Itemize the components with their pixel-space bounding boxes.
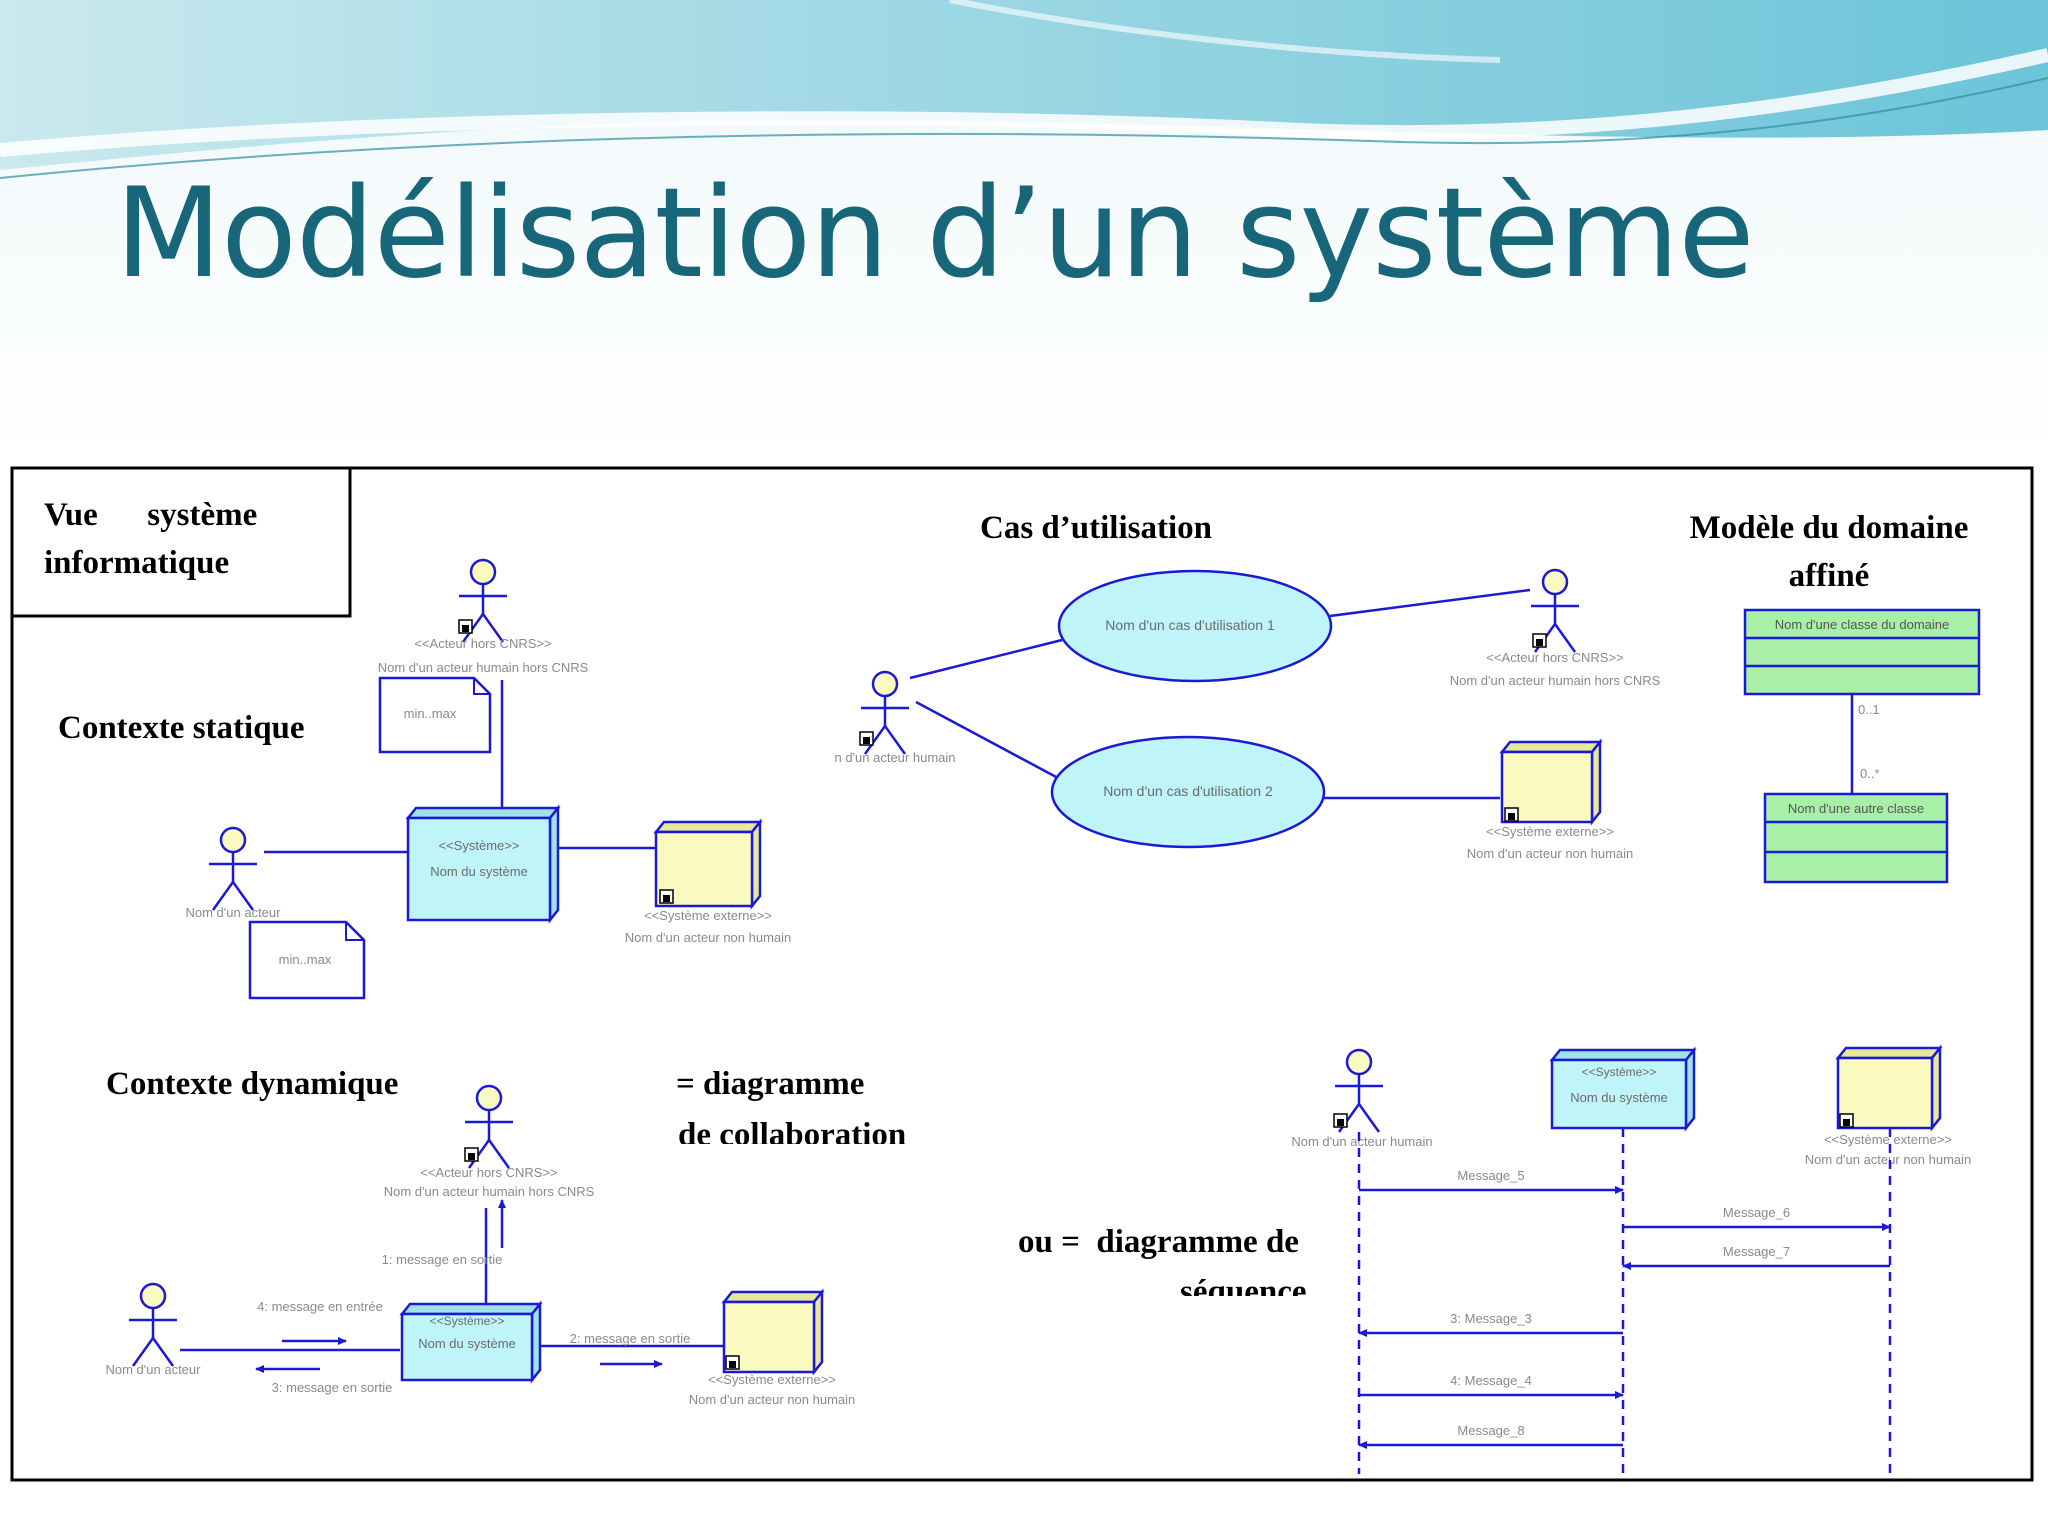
domain-multiplicity-top: 0..1 — [1858, 702, 1880, 717]
domain-class-1 — [1743, 608, 1981, 696]
sequence-label-1: ou = diagramme de — [1018, 1224, 1299, 1260]
dyn-external-stereotype: <<Système externe>> — [708, 1372, 836, 1387]
static-note-top: min..max — [404, 706, 457, 721]
static-note-bottom: min..max — [279, 952, 332, 967]
use-case-1-ellipse — [1057, 569, 1333, 683]
static-context: <<Acteur hors CNRS>> Nom d'un acteur hum… — [186, 558, 792, 1000]
frame-label-box — [10, 466, 352, 618]
system-node-icon — [399, 1300, 543, 1384]
seq-external-stereotype: <<Système externe>> — [1824, 1132, 1952, 1147]
system-node-icon — [1549, 1046, 1697, 1132]
dyn-system-stereotype: <<Système>> — [430, 1314, 505, 1328]
dyn-msg-2: 2: message en sortie — [570, 1331, 691, 1346]
static-actor-left-name: Nom d'un acteur — [186, 905, 282, 920]
sequence-message-label: Message_8 — [1457, 1423, 1524, 1438]
static-system-name: Nom du système — [430, 864, 528, 879]
note-icon — [378, 676, 492, 754]
external-system-node-icon — [1835, 1044, 1943, 1132]
dyn-external-name: Nom d'un acteur non humain — [689, 1392, 856, 1407]
static-actor-top-name: Nom d'un acteur humain hors CNRS — [378, 660, 589, 675]
slide-title: Modélisation d’un système — [115, 162, 1755, 306]
use-case-2-label: Nom d'un cas d'utilisation 2 — [1103, 783, 1273, 799]
uc-external-name: Nom d'un acteur non humain — [1467, 846, 1634, 861]
dyn-msg-1: 1: message en sortie — [382, 1252, 503, 1267]
dyn-msg-4: 4: message en entrée — [257, 1299, 383, 1314]
domain-model: Nom d'une classe du domaine 0..1 0..* No… — [1743, 608, 1981, 884]
frame-label-line1: Vue système — [44, 497, 257, 533]
heading-contexte-dynamique: Contexte dynamique — [106, 1066, 398, 1102]
sequence-label-2: séquence — [1180, 1274, 1307, 1310]
sequence-message-label: Message_7 — [1723, 1244, 1790, 1259]
heading-modele-domaine-1: Modèle du domaine — [1690, 510, 1969, 546]
domain-class-1-name: Nom d'une classe du domaine — [1775, 617, 1949, 632]
heading-cas-utilisation: Cas d’utilisation — [980, 510, 1212, 546]
sequence-diagram: Nom d'un acteur humain <<Système>> Nom d… — [1291, 1044, 1972, 1474]
use-case-1-label: Nom d'un cas d'utilisation 1 — [1105, 617, 1275, 633]
uc-actor-right-stereotype: <<Acteur hors CNRS>> — [1486, 650, 1623, 665]
dyn-actor-left-name: Nom d'un acteur — [106, 1362, 202, 1377]
static-external-name: Nom d'un acteur non humain — [625, 930, 792, 945]
sequence-message-label: Message_5 — [1457, 1168, 1524, 1183]
domain-multiplicity-bottom: 0..* — [1860, 766, 1880, 781]
seq-actor-name: Nom d'un acteur humain — [1291, 1134, 1432, 1149]
domain-class-2-name: Nom d'une autre classe — [1788, 801, 1924, 816]
seq-system-stereotype: <<Système>> — [1582, 1065, 1657, 1079]
dyn-system-name: Nom du système — [418, 1336, 516, 1351]
uc-external-stereotype: <<Système externe>> — [1486, 824, 1614, 839]
static-external-stereotype: <<Système externe>> — [644, 908, 772, 923]
heading-contexte-statique: Contexte statique — [58, 710, 305, 746]
seq-system-name: Nom du système — [1570, 1090, 1668, 1105]
sequence-message-label: 4: Message_4 — [1450, 1373, 1532, 1388]
heading-modele-domaine-2: affiné — [1789, 558, 1870, 594]
note-icon — [248, 920, 366, 1000]
uc-actor-right-name: Nom d'un acteur humain hors CNRS — [1450, 673, 1661, 688]
dyn-msg-3: 3: message en sortie — [272, 1380, 393, 1395]
collaboration-diagram: <<Acteur hors CNRS>> Nom d'un acteur hum… — [106, 1084, 856, 1407]
frame-label-line2: informatique — [44, 545, 229, 581]
header-wave-decoration — [0, 0, 2048, 460]
use-case-2-ellipse — [1050, 735, 1326, 849]
collaboration-label-2: de collaboration — [678, 1117, 906, 1153]
system-node-icon — [405, 804, 561, 924]
static-system-stereotype: <<Système>> — [439, 838, 520, 853]
dyn-actor-top-name: Nom d'un acteur humain hors CNRS — [384, 1184, 595, 1199]
domain-class-2 — [1763, 792, 1949, 884]
seq-external-name: Nom d'un acteur non humain — [1805, 1152, 1972, 1167]
sequence-message-label: Message_6 — [1723, 1205, 1790, 1220]
dyn-actor-top-stereotype: <<Acteur hors CNRS>> — [420, 1165, 557, 1180]
use-case-diagram: n d'un acteur humain Nom d'un cas d'util… — [834, 568, 1661, 861]
static-actor-top-stereotype: <<Acteur hors CNRS>> — [414, 636, 551, 651]
collaboration-label-1: = diagramme — [676, 1066, 864, 1102]
uc-actor-left-name: n d'un acteur humain — [834, 750, 955, 765]
sequence-message-label: 3: Message_3 — [1450, 1311, 1532, 1326]
